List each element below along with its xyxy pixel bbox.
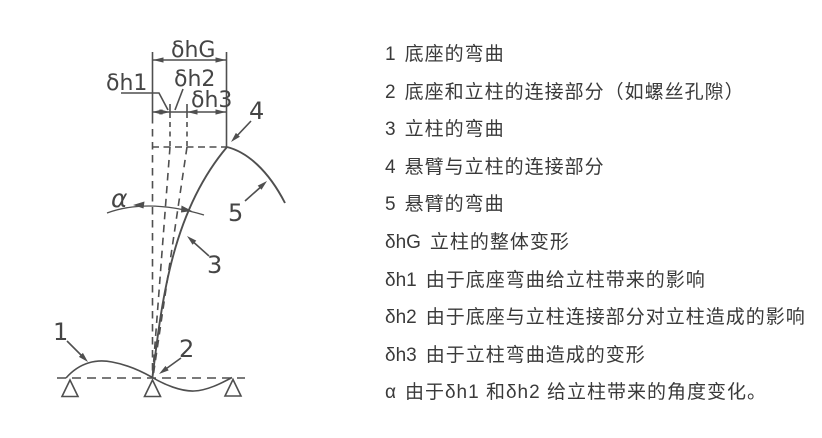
support-triangle-center [143,378,162,398]
legend-item-text: 悬臂与立柱的连接部分 [404,156,605,178]
deflection-diagram: δhG δh1 δh2 δh3 α 4 5 3 1 2 [53,38,286,398]
legend-item-text: 由于底座弯曲给立柱带来的影响 [425,269,706,291]
legend-item: 5 悬臂的弯曲 [385,186,806,224]
legend-item-text: 由于δh1 和δh2 给立柱带来的角度变化。 [404,382,767,404]
legend-item-text: 底座和立柱的连接部分（如螺丝孔隙） [404,81,745,103]
cantilever-deflection-arc [226,146,286,204]
leader-arrow-1 [78,352,88,362]
dim-h3-arrow-right [215,109,226,115]
legend-item-key: δh3 [385,344,417,366]
legend-item-key: 3 [385,119,396,141]
dim-total-arrow-left [153,57,164,63]
legend-item: 4 悬臂与立柱的连接部分 [385,149,806,187]
dashed-tilt-line-h1 [151,146,171,378]
legend-item: α 由于δh1 和δh2 给立柱带来的角度变化。 [385,374,806,412]
legend-item-text: 立柱的弯曲 [404,119,505,141]
legend-item: δh2 由于底座与立柱连接部分对立柱造成的影响 [385,299,806,337]
label-dim-h2: δh2 [174,67,215,92]
dim-h3-arrow-left [187,109,198,115]
legend-item-key: δh2 [385,307,417,329]
leader-arrow-3 [187,236,197,245]
legend-item-text: 底座的弯曲 [404,44,505,65]
legend-item: δhG 立柱的整体变形 [385,224,806,262]
legend-item: 3 立柱的弯曲 [385,111,806,149]
legend-item-key: 5 [385,194,396,216]
leader-arrow-2 [159,365,169,374]
legend-item-key: δhG [385,231,421,253]
angle-arrow-left [133,201,145,209]
angle-arc [106,205,205,216]
legend-item: δh3 由于立柱弯曲造成的变形 [385,337,806,375]
dim-h1-arrow-right [159,109,170,115]
legend-item-text: 立柱的整体变形 [429,231,570,253]
legend-item-key: α [385,382,396,404]
label-part-3: 3 [207,251,222,279]
label-dim-h1: δh1 [106,71,147,96]
label-dim-h3: δh3 [191,88,232,113]
support-triangle-right [223,377,243,397]
legend-item-text: 由于立柱弯曲造成的变形 [425,344,646,366]
leader-line-dh1 [121,92,169,111]
leader-arrow-4 [231,132,240,142]
legend-item-text: 悬臂的弯曲 [404,194,505,216]
dim-total-arrow-right [215,57,226,63]
leader-line-dh2 [174,88,184,111]
legend-item-key: 4 [385,156,396,178]
legend-item: 1 底座的弯曲 [385,36,806,74]
column-deflection-curve [151,146,228,378]
label-part-4: 4 [249,97,264,125]
legend-item-key: 2 [385,81,396,103]
legend-item-key: 1 [385,44,396,65]
legend-item-text: 由于底座与立柱连接部分对立柱造成的影响 [425,307,806,329]
angle-arrow-right [181,205,192,213]
label-part-5: 5 [228,199,243,227]
label-dim-total: δhG [171,38,215,63]
legend-item: δh1 由于底座弯曲给立柱带来的影响 [385,262,806,300]
legend-item: 2 底座和立柱的连接部分（如螺丝孔隙） [385,74,806,112]
label-part-2: 2 [179,335,194,363]
leader-arrow-5 [257,181,267,190]
label-angle-alpha: α [111,184,128,213]
support-triangle-left [60,378,80,398]
legend-item-key: δh1 [385,269,417,291]
legend: 1 底座的弯曲 2 底座和立柱的连接部分（如螺丝孔隙） 3 立柱的弯曲 4 悬臂与立柱的… [385,36,806,412]
label-part-1: 1 [53,318,68,346]
base-bending-curve [65,360,233,392]
